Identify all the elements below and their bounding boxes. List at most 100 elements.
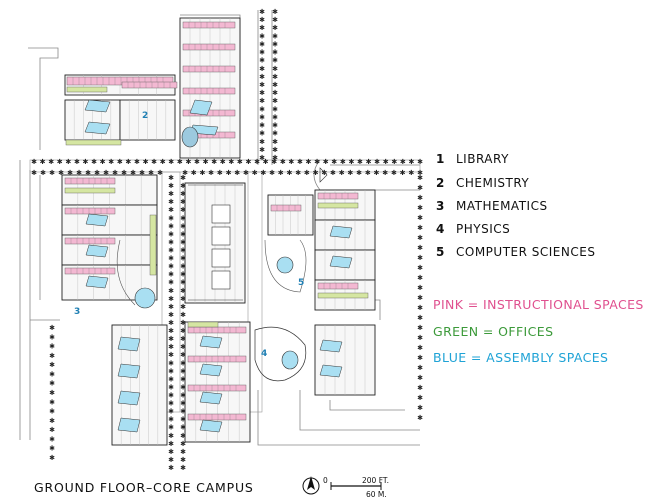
tree-icon: ✱ <box>168 255 174 263</box>
tree-icon: ✱ <box>168 247 174 255</box>
tree-icon: ✱ <box>125 158 131 166</box>
tree-icon: ✱ <box>148 169 154 177</box>
tree-icon: ✱ <box>417 354 423 362</box>
tree-icon: ✱ <box>417 364 423 372</box>
scale-zero-label: 0 <box>323 476 328 485</box>
tree-icon: ✱ <box>259 89 265 97</box>
tree-icon: ✱ <box>40 169 46 177</box>
tree-icon: ✱ <box>180 392 186 400</box>
tree-icon: ✱ <box>180 448 186 456</box>
tree-icon: ✱ <box>91 158 97 166</box>
tree-icon: ✱ <box>180 343 186 351</box>
tree-icon: ✱ <box>180 271 186 279</box>
tree-icon: ✱ <box>417 374 423 382</box>
tree-icon: ✱ <box>199 169 205 177</box>
tree-icon: ✱ <box>272 138 278 146</box>
library-bay <box>211 270 231 290</box>
assembly-space <box>117 390 141 406</box>
tree-icon: ✱ <box>259 49 265 57</box>
legend-label: PHYSICS <box>456 222 511 236</box>
tree-icon: ✱ <box>374 169 380 177</box>
office-space <box>317 292 369 299</box>
tree-icon: ✱ <box>321 169 327 177</box>
color-key-offices: GREEN = OFFICES <box>433 324 554 339</box>
tree-icon: ✱ <box>177 158 183 166</box>
tree-icon: ✱ <box>180 440 186 448</box>
tree-icon: ✱ <box>226 169 232 177</box>
tree-icon: ✱ <box>180 287 186 295</box>
tree-icon: ✱ <box>259 73 265 81</box>
tree-icon: ✱ <box>168 311 174 319</box>
instructional-space <box>187 355 247 363</box>
tree-icon: ✱ <box>400 169 406 177</box>
tree-icon: ✱ <box>259 57 265 65</box>
tree-icon: ✱ <box>49 169 55 177</box>
tree-icon: ✱ <box>180 327 186 335</box>
road-line <box>19 160 31 440</box>
tree-icon: ✱ <box>306 158 312 166</box>
tree-icon: ✱ <box>417 254 423 262</box>
tree-icon: ✱ <box>65 158 71 166</box>
tree-icon: ✱ <box>365 169 371 177</box>
tree-icon: ✱ <box>180 367 186 375</box>
tree-icon: ✱ <box>168 279 174 287</box>
tree-icon: ✱ <box>49 389 55 397</box>
tree-icon: ✱ <box>194 158 200 166</box>
tree-icon: ✱ <box>417 264 423 272</box>
assembly-space <box>117 363 141 379</box>
tree-icon: ✱ <box>180 303 186 311</box>
rotunda <box>181 126 199 148</box>
tree-icon: ✱ <box>168 206 174 214</box>
rotunda <box>281 350 299 370</box>
tree-icon: ✱ <box>263 158 269 166</box>
plan-label-3: 3 <box>74 307 80 317</box>
street-band <box>29 159 421 173</box>
tree-icon: ✱ <box>314 158 320 166</box>
tree-icon: ✱ <box>31 158 37 166</box>
assembly-space <box>84 121 111 135</box>
tree-icon: ✱ <box>180 214 186 222</box>
tree-icon: ✱ <box>168 343 174 351</box>
instructional-space <box>187 326 247 334</box>
street-band <box>247 171 263 413</box>
tree-icon: ✱ <box>246 158 252 166</box>
tree-icon: ✱ <box>259 138 265 146</box>
road-line <box>257 390 420 446</box>
rotunda <box>276 256 294 274</box>
tree-icon: ✱ <box>168 295 174 303</box>
tree-icon: ✱ <box>272 8 278 16</box>
assembly-space <box>329 255 353 269</box>
instructional-space <box>64 177 116 185</box>
tree-icon: ✱ <box>49 343 55 351</box>
legend-label: COMPUTER SCIENCES <box>456 245 596 259</box>
tree-icon: ✱ <box>168 440 174 448</box>
tree-icon: ✱ <box>259 113 265 121</box>
tree-icon: ✱ <box>180 279 186 287</box>
tree-icon: ✱ <box>417 324 423 332</box>
tree-icon: ✱ <box>180 375 186 383</box>
tree-icon: ✱ <box>168 238 174 246</box>
instructional-space <box>182 87 236 95</box>
tree-rows-layer: ✱✱✱✱✱✱✱✱✱✱✱✱✱✱✱✱✱✱✱✱✱✱✱✱✱✱✱✱✱✱✱✱✱✱✱✱✱✱✱✱… <box>31 8 423 472</box>
legend-number: 4 <box>436 222 445 236</box>
tree-icon: ✱ <box>340 158 346 166</box>
tree-icon: ✱ <box>168 400 174 408</box>
tree-icon: ✱ <box>182 169 188 177</box>
road-line <box>28 47 59 150</box>
tree-icon: ✱ <box>417 244 423 252</box>
tree-icon: ✱ <box>180 295 186 303</box>
legend-item-library: 1 LIBRARY <box>436 148 509 167</box>
legend-number: 1 <box>436 152 445 166</box>
tree-icon: ✱ <box>417 384 423 392</box>
tree-icon: ✱ <box>180 255 186 263</box>
marker-triangle <box>319 167 328 183</box>
legend-label: LIBRARY <box>456 152 509 166</box>
tree-icon: ✱ <box>417 224 423 232</box>
tree-icon: ✱ <box>168 303 174 311</box>
tree-icon: ✱ <box>180 359 186 367</box>
tree-icon: ✱ <box>168 432 174 440</box>
tree-icon: ✱ <box>278 169 284 177</box>
tree-icon: ✱ <box>417 414 423 422</box>
